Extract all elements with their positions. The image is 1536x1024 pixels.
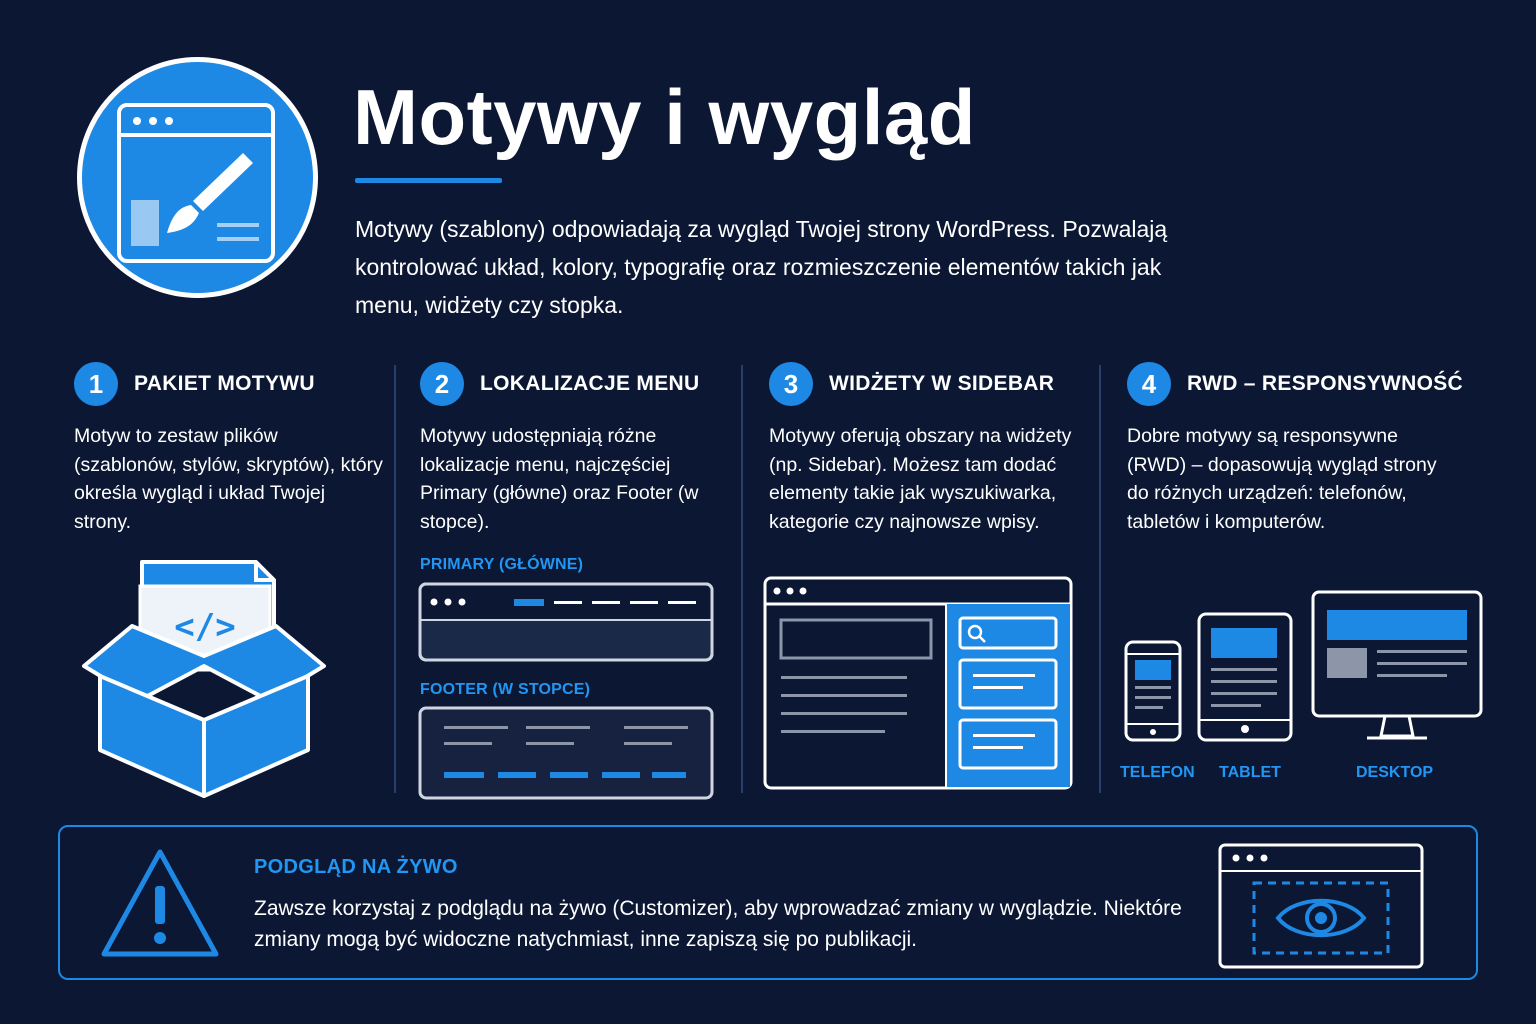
notice-text: Zawsze korzystaj z podglądu na żywo (Cus… [254, 897, 1182, 951]
svg-text:</>: </> [174, 607, 235, 647]
tablet-icon [1197, 612, 1293, 742]
column-divider [1099, 365, 1101, 793]
section-text: Dobre motywy są responsywne (RWD) – dopa… [1127, 425, 1437, 533]
paintbrush-browser-icon [75, 55, 320, 300]
device-label-desktop: DESKTOP [1356, 764, 1434, 781]
footer-menu-label: FOOTER (W STOPCE) [420, 681, 591, 698]
open-box-code-icon: </> [78, 560, 330, 800]
footer-menu-icon [418, 706, 714, 800]
title-underline [355, 178, 502, 183]
section-sidebar-widgets: 3 WIDŻETY W SIDEBAR Motywy oferują obsza… [769, 362, 1099, 536]
desktop-monitor-icon [1311, 590, 1483, 742]
section-title: RWD – RESPONSYWNOŚĆ [1187, 372, 1464, 395]
section-text: Motyw to zestaw plików (szablonów, styló… [74, 425, 383, 533]
phone-icon [1124, 640, 1182, 742]
column-divider [394, 365, 396, 793]
section-title: LOKALIZACJE MENU [480, 372, 700, 395]
section-number: 3 [769, 362, 813, 406]
primary-menu-label: PRIMARY (GŁÓWNE) [420, 556, 584, 573]
device-label-tablet: TABLET [1219, 764, 1281, 781]
section-menu-locations: 2 LOKALIZACJE MENU Motywy udostępniają r… [420, 362, 750, 536]
page-title: Motywy i wygląd [353, 73, 976, 161]
warning-triangle-icon [100, 848, 220, 960]
section-title: PAKIET MOTYWU [134, 372, 315, 395]
section-text: Motywy udostępniają różne lokalizacje me… [420, 425, 699, 533]
section-responsiveness: 4 RWD – RESPONSYWNOŚĆ Dobre motywy są re… [1127, 362, 1497, 536]
browser-sidebar-widgets-icon [763, 576, 1073, 790]
section-theme-package: 1 PAKIET MOTYWU Motyw to zestaw plików (… [74, 362, 404, 536]
section-title: WIDŻETY W SIDEBAR [829, 372, 1055, 395]
live-preview-notice [58, 825, 1478, 980]
primary-menu-browser-icon [418, 582, 714, 662]
device-label-phone: TELEFON [1120, 764, 1195, 781]
column-divider [741, 365, 743, 793]
browser-eye-preview-icon [1218, 843, 1424, 969]
intro-text: Motywy (szablony) odpowiadają za wygląd … [355, 216, 1168, 318]
section-number: 2 [420, 362, 464, 406]
section-number: 1 [74, 362, 118, 406]
section-number: 4 [1127, 362, 1171, 406]
section-text: Motywy oferują obszary na widżety (np. S… [769, 425, 1072, 533]
notice-title: PODGLĄD NA ŻYWO [254, 856, 458, 878]
